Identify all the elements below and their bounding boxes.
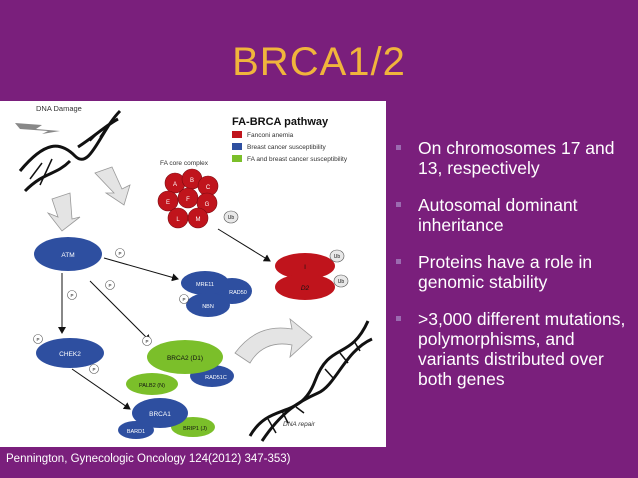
p-chek2-down bbox=[89, 364, 99, 374]
gray-arrow-to-repair bbox=[234, 317, 313, 364]
p-brca2 bbox=[142, 336, 152, 346]
ub-i bbox=[329, 249, 345, 263]
chek2-label: CHEK2 bbox=[59, 351, 81, 358]
lightning-icon bbox=[15, 123, 60, 134]
core-letter-b: B bbox=[190, 178, 194, 184]
brca1-protein bbox=[132, 398, 188, 428]
pathway-title: FA-BRCA pathway bbox=[232, 116, 329, 128]
dna-helix-damaged-icon bbox=[18, 109, 122, 193]
rad50-label: RAD50 bbox=[229, 290, 247, 296]
slide-title: BRCA1/2 bbox=[232, 40, 406, 84]
bullet-text: Autosomal dominant inheritance bbox=[418, 195, 578, 235]
mre11-label: MRE11 bbox=[196, 282, 214, 288]
atm-label: ATM bbox=[61, 252, 74, 259]
p-atm-right bbox=[115, 248, 125, 258]
arrow-core-to-id2 bbox=[217, 228, 271, 262]
bullet-marker bbox=[396, 316, 401, 321]
ub-d2-label: Ub bbox=[338, 279, 345, 285]
palb2-protein bbox=[126, 373, 178, 395]
fancd2-protein bbox=[275, 274, 335, 300]
p-nbn bbox=[179, 294, 189, 304]
p-atm-diag-label: P bbox=[108, 283, 111, 288]
p-brca2-label: P bbox=[145, 339, 148, 344]
rad51c-label: RAD51C bbox=[205, 375, 227, 381]
legend-swatch-fanconi bbox=[232, 131, 242, 138]
ub-core bbox=[223, 210, 239, 224]
nbn-label: NBN bbox=[202, 304, 214, 310]
p-atm-right-label: P bbox=[118, 251, 121, 256]
fancd2-label: D2 bbox=[301, 285, 310, 292]
palb2-label: PALB2 (N) bbox=[139, 383, 165, 389]
legend-swatch-breast bbox=[232, 143, 242, 150]
p-nbn-label: P bbox=[182, 297, 185, 302]
bullet-text: Proteins have a role in genomic stabilit… bbox=[418, 252, 593, 292]
ub-i-label: Ub bbox=[334, 254, 341, 260]
legend-breast: Breast cancer susceptibility bbox=[247, 144, 327, 151]
brip1-label: BRIP1 (J) bbox=[183, 426, 207, 432]
core-letter-c: C bbox=[206, 185, 211, 191]
legend-swatch-both bbox=[232, 155, 242, 162]
p-atm-down bbox=[67, 290, 77, 300]
chek2-protein bbox=[36, 338, 104, 368]
gray-arrow-left bbox=[46, 192, 81, 232]
fa-brca-pathway-figure: DNA Damage FA-BRCA pathway Fanconi anemi… bbox=[0, 101, 386, 447]
bullet-item: Autosomal dominant inheritance bbox=[392, 195, 632, 235]
ub-core-label: Ub bbox=[228, 215, 235, 221]
core-letter-g: G bbox=[205, 202, 210, 208]
brca2-label: BRCA2 (D1) bbox=[167, 355, 203, 362]
bullet-list: On chromosomes 17 and 13, respectively A… bbox=[392, 138, 632, 406]
fanci-protein bbox=[275, 253, 335, 279]
p-chek2 bbox=[33, 334, 43, 344]
mre11-protein bbox=[181, 271, 229, 295]
pathway-diagram: DNA Damage FA-BRCA pathway Fanconi anemi… bbox=[15, 104, 373, 442]
bullet-item: >3,000 different mutations, polymorphism… bbox=[392, 309, 632, 389]
fa-core-label: FA core complex bbox=[160, 160, 209, 167]
bullet-marker bbox=[396, 259, 401, 264]
bullet-text: On chromosomes 17 and 13, respectively bbox=[418, 138, 615, 178]
core-letter-l: L bbox=[176, 217, 180, 223]
bullet-item: On chromosomes 17 and 13, respectively bbox=[392, 138, 632, 178]
brca2-protein bbox=[147, 340, 223, 374]
bullet-marker bbox=[396, 145, 401, 150]
legend-both: FA and breast cancer susceptibility bbox=[247, 156, 348, 163]
bullet-marker bbox=[396, 202, 401, 207]
gray-arrow-right bbox=[94, 166, 131, 206]
core-letter-a: A bbox=[173, 182, 177, 188]
arrow-atm-to-brca2 bbox=[89, 280, 151, 342]
legend-fanconi: Fanconi anemia bbox=[247, 132, 294, 139]
core-letter-e: E bbox=[166, 200, 170, 206]
bullet-text: >3,000 different mutations, polymorphism… bbox=[418, 309, 626, 389]
core-letter-m: M bbox=[196, 217, 201, 223]
p-chek2-label: P bbox=[36, 337, 39, 342]
dna-damage-label: DNA Damage bbox=[36, 104, 82, 113]
arrow-chek2-to-brca1 bbox=[71, 368, 131, 410]
p-chek2-down-label: P bbox=[92, 367, 95, 372]
core-letter-f: F bbox=[186, 197, 190, 203]
atm-protein bbox=[34, 237, 102, 271]
dna-repair-label: DNA repair bbox=[283, 421, 316, 428]
fa-core-complex bbox=[157, 168, 219, 229]
bullet-item: Proteins have a role in genomic stabilit… bbox=[392, 252, 632, 292]
figure-citation: Pennington, Gynecologic Oncology 124(201… bbox=[6, 453, 291, 465]
dna-helix-repaired-icon bbox=[248, 320, 373, 442]
bard1-label: BARD1 bbox=[127, 429, 145, 435]
brca1-label: BRCA1 bbox=[149, 411, 171, 418]
ub-d2 bbox=[333, 274, 349, 288]
fanci-label: I bbox=[304, 264, 306, 271]
p-atm-diag bbox=[105, 280, 115, 290]
p-atm-down-label: P bbox=[70, 293, 73, 298]
nbn-protein bbox=[186, 293, 230, 317]
arrow-atm-to-mre11 bbox=[103, 257, 179, 282]
